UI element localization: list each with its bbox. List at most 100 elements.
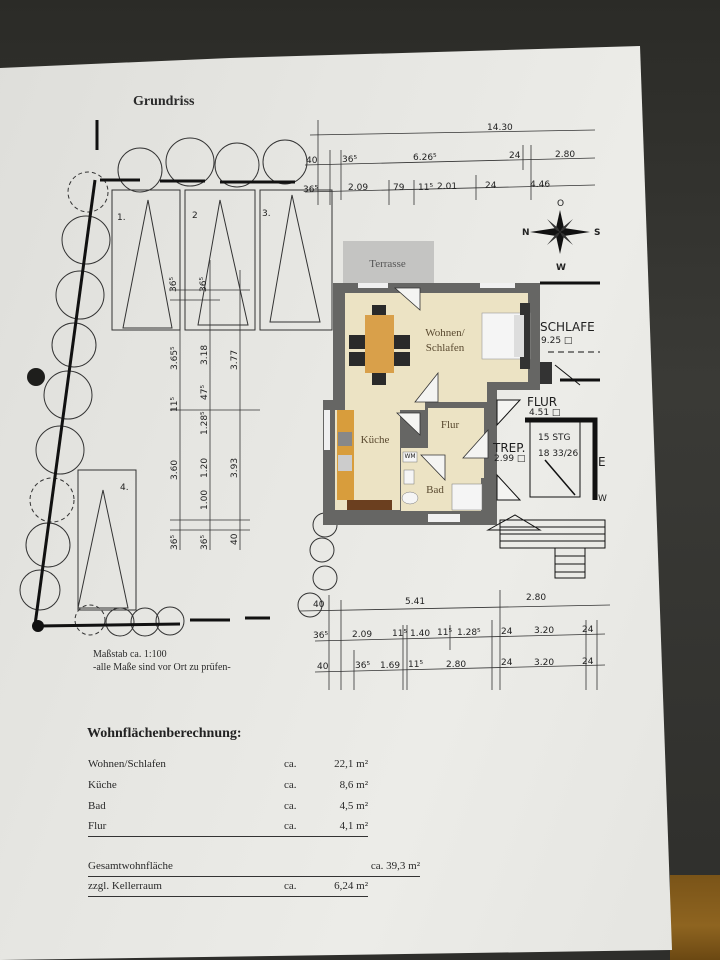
svg-text:TREP.: TREP. bbox=[492, 441, 525, 455]
paving-pattern bbox=[486, 514, 606, 579]
svg-text:4.51 □: 4.51 □ bbox=[529, 408, 560, 418]
svg-text:40: 40 bbox=[230, 533, 240, 545]
washing-machine-label: WM bbox=[404, 453, 416, 460]
svg-text:3.77: 3.77 bbox=[230, 350, 240, 370]
svg-text:24: 24 bbox=[509, 151, 521, 161]
area-row-ca: ca. bbox=[284, 800, 297, 812]
area-row-label: Küche bbox=[88, 779, 117, 791]
svg-text:2.09: 2.09 bbox=[352, 630, 372, 640]
neighbor-units bbox=[496, 281, 600, 501]
svg-text:11⁵: 11⁵ bbox=[408, 660, 423, 670]
scale-note: Maßstab ca. 1:100 bbox=[93, 649, 167, 660]
svg-text:3.60: 3.60 bbox=[170, 460, 180, 480]
area-row-label: Bad bbox=[88, 800, 106, 812]
svg-text:36⁵: 36⁵ bbox=[313, 631, 328, 641]
parking-spaces bbox=[77, 189, 333, 611]
compass-rose-icon: N S W O bbox=[522, 199, 600, 273]
cellar-area-value: 6,24 m² bbox=[334, 880, 368, 892]
svg-text:36⁵: 36⁵ bbox=[342, 155, 357, 165]
svg-text:40: 40 bbox=[317, 662, 329, 672]
svg-text:3.18: 3.18 bbox=[200, 345, 210, 365]
svg-text:24: 24 bbox=[485, 181, 497, 191]
doors bbox=[393, 287, 489, 481]
svg-text:11⁵: 11⁵ bbox=[437, 628, 452, 638]
check-note: -alle Maße sind vor Ort zu prüfen- bbox=[93, 662, 231, 673]
bathroom-fixtures bbox=[401, 451, 483, 511]
svg-text:2.80: 2.80 bbox=[446, 660, 466, 670]
top-dimension-lines bbox=[304, 120, 596, 205]
svg-text:40: 40 bbox=[306, 156, 318, 166]
svg-text:3.: 3. bbox=[262, 209, 271, 219]
area-row-value: 4,1 m² bbox=[339, 820, 368, 832]
svg-text:47⁵: 47⁵ bbox=[200, 385, 210, 400]
boundary-marker bbox=[32, 620, 44, 632]
bottom-dimension-labels: 40 5.41 2.80 36⁵ 2.09 11⁵ 1.40 11⁵ 1.28⁵… bbox=[313, 593, 594, 672]
svg-text:2.09: 2.09 bbox=[348, 183, 368, 193]
area-row-label: Flur bbox=[88, 820, 107, 832]
svg-text:1.00: 1.00 bbox=[200, 490, 210, 510]
svg-text:36⁵: 36⁵ bbox=[355, 661, 370, 671]
svg-text:15 STG: 15 STG bbox=[538, 433, 571, 443]
hedge-shrubs bbox=[19, 137, 338, 637]
svg-text:24: 24 bbox=[582, 625, 594, 635]
area-row: Bad ca. 4,5 m² bbox=[88, 800, 368, 816]
svg-text:2.99 □: 2.99 □ bbox=[494, 454, 525, 464]
svg-text:11⁵: 11⁵ bbox=[392, 629, 407, 639]
svg-text:N: N bbox=[522, 228, 530, 238]
svg-text:11⁵: 11⁵ bbox=[418, 183, 433, 193]
top-dimension-labels: 14.30 40 36⁵ 6.26⁵ 24 2.80 36⁵ 2.09 79 1… bbox=[303, 123, 575, 195]
svg-text:79: 79 bbox=[393, 183, 405, 193]
svg-text:36⁵: 36⁵ bbox=[199, 277, 209, 292]
room-label-flur: Flur bbox=[440, 419, 460, 431]
svg-text:1.20: 1.20 bbox=[200, 458, 210, 478]
svg-text:36⁵: 36⁵ bbox=[200, 535, 210, 550]
svg-text:1.28⁵: 1.28⁵ bbox=[457, 628, 481, 638]
svg-text:5.41: 5.41 bbox=[405, 597, 425, 607]
svg-text:2.01: 2.01 bbox=[437, 182, 457, 192]
property-boundary bbox=[33, 120, 295, 628]
svg-text:W: W bbox=[556, 263, 566, 273]
svg-text:2: 2 bbox=[192, 211, 198, 221]
area-calculation-heading: Wohnflächenberechnung: bbox=[87, 726, 242, 741]
area-row-ca: ca. bbox=[284, 758, 297, 770]
bed bbox=[481, 303, 531, 369]
area-row: Küche ca. 8,6 m² bbox=[88, 779, 368, 795]
cellar-area-label: zzgl. Kellerraum bbox=[88, 880, 162, 892]
room-label-wohnen-line1: Wohnen/ bbox=[425, 327, 465, 339]
svg-text:4.: 4. bbox=[120, 483, 129, 493]
area-row-label: Wohnen/Schlafen bbox=[88, 758, 166, 770]
bottom-dimension-lines bbox=[299, 590, 611, 690]
area-row: Flur ca. 4,1 m² bbox=[88, 820, 368, 837]
svg-text:3.20: 3.20 bbox=[534, 658, 554, 668]
room-label-kueche: Küche bbox=[360, 434, 390, 446]
room-label-terrasse: Terrasse bbox=[369, 258, 406, 270]
svg-text:36⁵: 36⁵ bbox=[303, 185, 318, 195]
left-dimension-labels: 36⁵ 36⁵ 3.65⁵ 3.18 3.77 11⁵ 47⁵ 1.28⁵ 3.… bbox=[169, 277, 240, 550]
cellar-area-ca: ca. bbox=[284, 880, 297, 892]
svg-text:24: 24 bbox=[582, 657, 594, 667]
svg-text:14.30: 14.30 bbox=[487, 123, 513, 133]
svg-text:3.93: 3.93 bbox=[230, 458, 240, 478]
total-area-row: Gesamtwohnfläche ca. 39,3 m² bbox=[88, 860, 420, 877]
wooden-table-surface bbox=[670, 875, 720, 960]
area-row-value: 8,6 m² bbox=[339, 779, 368, 791]
svg-text:2.80: 2.80 bbox=[526, 593, 546, 603]
terrace-area bbox=[343, 241, 434, 283]
svg-text:6.26⁵: 6.26⁵ bbox=[413, 153, 437, 163]
punch-hole bbox=[27, 368, 45, 386]
svg-text:11⁵: 11⁵ bbox=[170, 397, 180, 412]
room-label-wohnen-line2: Schlafen bbox=[425, 342, 465, 354]
svg-text:9.25 □: 9.25 □ bbox=[541, 336, 572, 346]
total-area-value: ca. 39,3 m² bbox=[370, 860, 420, 872]
svg-text:36⁵: 36⁵ bbox=[169, 277, 179, 292]
svg-text:24: 24 bbox=[501, 627, 513, 637]
cellar-area-row: zzgl. Kellerraum ca. 6,24 m² bbox=[88, 880, 368, 897]
svg-text:O: O bbox=[557, 199, 564, 209]
svg-text:SCHLAFE: SCHLAFE bbox=[540, 320, 595, 334]
svg-text:W: W bbox=[598, 494, 607, 504]
dining-table bbox=[349, 305, 410, 385]
svg-text:2.80: 2.80 bbox=[555, 150, 575, 160]
left-dimension-lines bbox=[170, 260, 260, 550]
room-label-wohnen: Wohnen/ Schlafen bbox=[415, 326, 475, 356]
